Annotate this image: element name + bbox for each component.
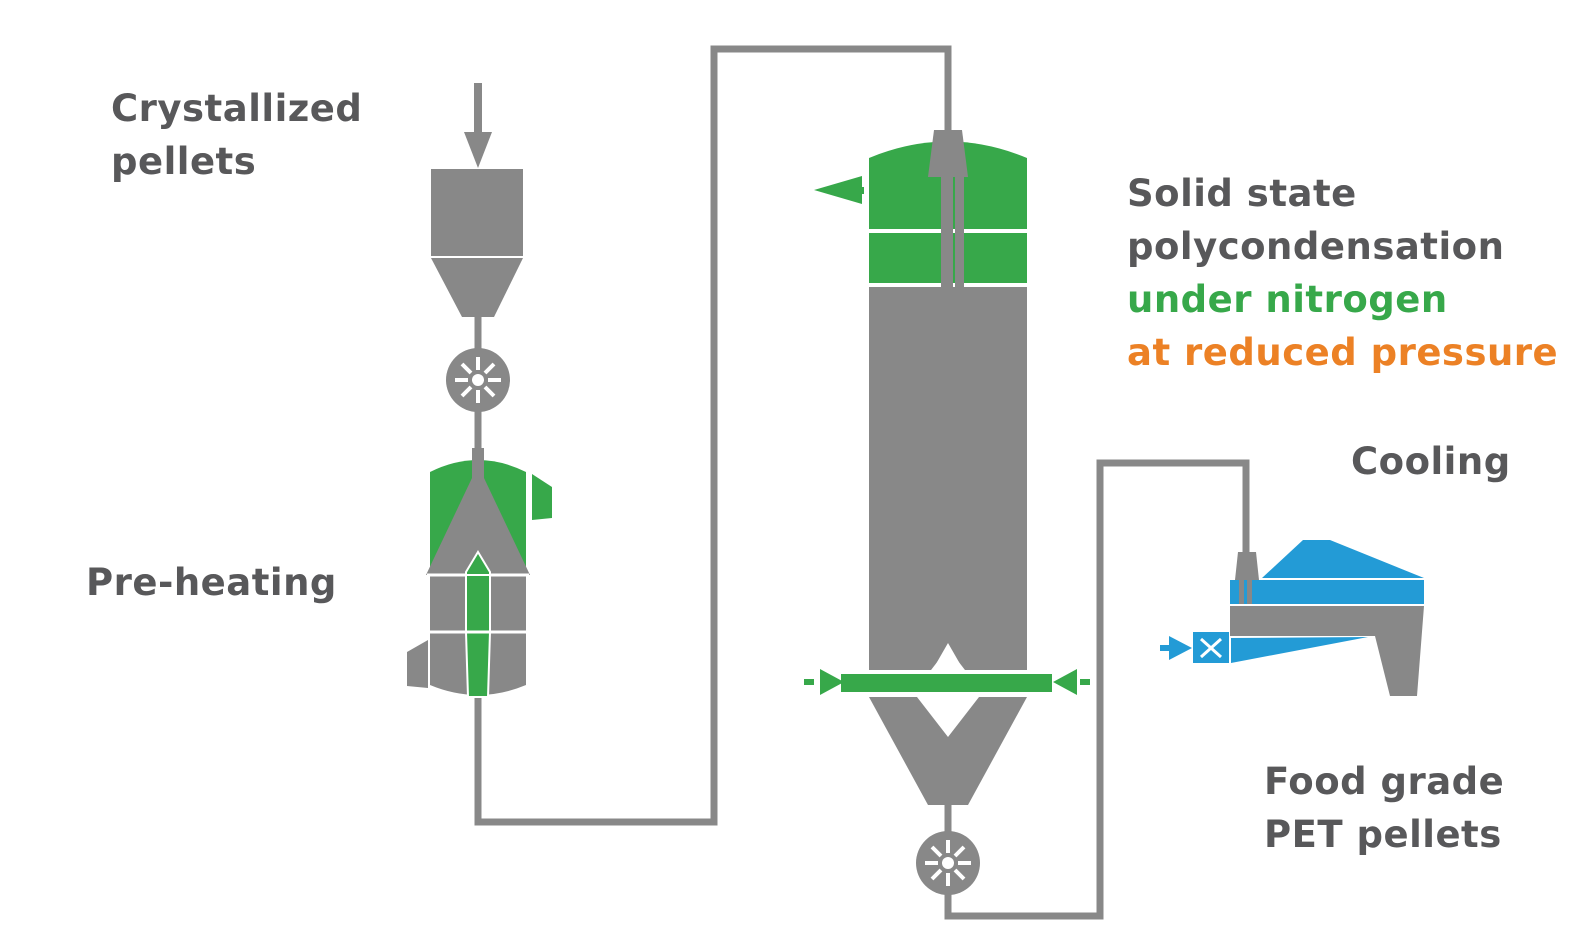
arrow-left-icon — [814, 176, 864, 204]
pipe-preheater-to-reactor — [474, 45, 952, 826]
label-line: Crystallized — [111, 87, 363, 130]
arrow-down-icon — [464, 83, 492, 168]
label-line: pellets — [111, 140, 257, 183]
arrow-left-icon — [1053, 669, 1090, 695]
fan-x-icon — [1193, 632, 1229, 663]
label-cooling: Cooling — [1351, 435, 1511, 488]
rotary-valve-icon — [916, 831, 980, 895]
label-line: Pre-heating — [86, 561, 337, 604]
feed-hopper — [431, 169, 523, 317]
label-line-nitrogen: under nitrogen — [1127, 278, 1448, 321]
label-crystallized-pellets: Crystallized pellets — [111, 82, 362, 188]
label-line: Food grade — [1264, 760, 1505, 803]
arrow-right-icon — [804, 669, 844, 695]
label-line: polycondensation — [1127, 225, 1505, 268]
label-line: Cooling — [1351, 440, 1511, 483]
label-line-pressure: at reduced pressure — [1127, 331, 1559, 374]
preheater — [407, 448, 552, 698]
pipes — [474, 45, 1250, 920]
rotary-valve-icon — [446, 348, 510, 412]
label-line: Solid state — [1127, 172, 1357, 215]
pipe-reactor-to-cooler — [944, 459, 1250, 920]
label-line: PET pellets — [1264, 813, 1502, 856]
label-solid-state-polycondensation: Solid state polycondensation under nitro… — [1127, 167, 1558, 379]
cooler — [1230, 540, 1424, 696]
label-preheating: Pre-heating — [86, 556, 337, 609]
arrow-right-icon — [1160, 636, 1192, 660]
ssp-reactor — [841, 130, 1052, 805]
label-food-grade-pet-pellets: Food grade PET pellets — [1264, 755, 1504, 861]
